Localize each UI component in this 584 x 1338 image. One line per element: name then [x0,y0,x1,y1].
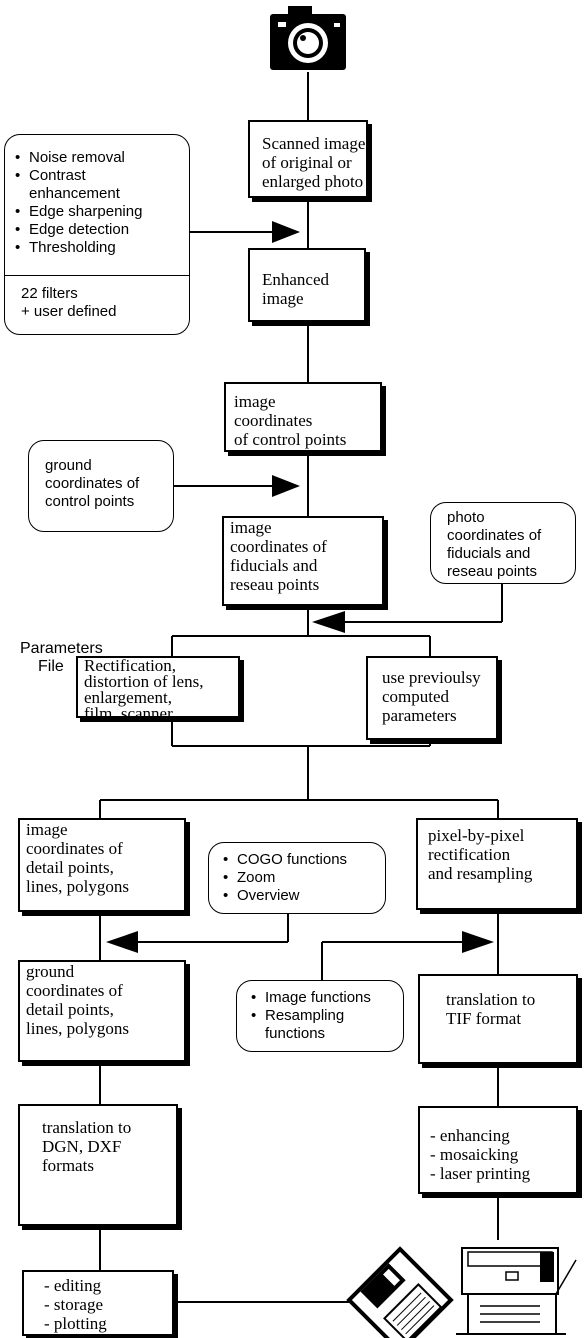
enhancing-line-1: - enhancing [430,1126,510,1145]
arrow-photo [312,611,345,633]
parameters-file-label: Parameters File [20,640,103,676]
filter-item: Thresholding [15,239,179,257]
previous-parameters-box: use previoulsy computed parameters [366,656,498,740]
image-function-item: Resampling functions [251,1007,385,1043]
scanned-image-box: Scanned image of original or enlarged ph… [248,120,368,198]
editing-line-2: - storage [44,1295,104,1314]
enhancing-box: - enhancing - mosaicking - laser printin… [418,1106,578,1194]
dgn-line-2: DGN, DXF [42,1137,122,1156]
ground-detail-line-4: lines, polygons [26,1019,129,1038]
image-functions-list: Image functions Resampling functions [251,989,403,1043]
photo-fiducial-line-1: photo [447,509,485,526]
cogo-item: COGO functions [223,851,385,869]
scanned-line-2: of original or [262,153,352,172]
filters-count-line-1: 22 filters [21,285,78,302]
enhanced-line-2: image [262,289,304,308]
ground-detail-line-1: ground [26,962,75,981]
arrow-filters [272,221,300,243]
rectification-line-4: film, scanner [84,704,173,723]
image-detail-points-box: image coordinates of detail points, line… [18,818,186,912]
image-function-item: Image functions [251,989,403,1007]
dgn-translation-box: translation to DGN, DXF formats [18,1104,178,1226]
filters-count: 22 filters + user defined [21,285,117,321]
ground-detail-line-2: coordinates of [26,981,123,1000]
enhanced-image-box: Enhanced image [248,248,366,322]
tif-line-2: TIF format [446,1009,522,1028]
img-detail-line-3: detail points, [26,858,114,877]
ground-control-line-3: control points [45,493,135,510]
arrow-imagefuncs [462,931,494,953]
cogo-item: Zoom [223,869,385,887]
ground-control-line-2: coordinates of [45,475,140,492]
previous-line-3: parameters [382,706,457,725]
previous-line-2: computed [382,687,450,706]
filters-box: Noise removal Contrast enhancement Edge … [4,134,190,335]
photo-fiducial-line-2: coordinates of [447,527,542,544]
arrow-ground [272,475,300,497]
dgn-line-3: formats [42,1156,94,1175]
enhancing-line-2: - mosaicking [430,1145,519,1164]
image-functions-box: Image functions Resampling functions [236,980,404,1052]
photo-fiducials-box: photo coordinates of fiducials and resea… [430,502,576,584]
cogo-functions-box: COGO functions Zoom Overview [208,842,386,914]
pixel-rectification-box: pixel-by-pixel rectification and resampl… [416,818,578,910]
enhancing-line-3: - laser printing [430,1164,531,1183]
dgn-line-1: translation to [42,1118,132,1137]
rectification-line-3: enlargement, [84,688,172,707]
rectification-line-1: Rectification, [84,656,177,675]
camera-icon [270,6,346,70]
filter-item: Noise removal [15,149,179,167]
scanned-line-1: Scanned image [262,134,366,153]
ground-detail-points-box: ground coordinates of detail points, lin… [18,960,186,1062]
ground-detail-line-3: detail points, [26,1000,114,1019]
img-control-line-2: coordinates [234,411,313,430]
img-detail-line-4: lines, polygons [26,877,129,896]
cogo-item: Overview [223,887,385,905]
arrow-cogo [106,931,138,953]
photo-fiducial-line-4: reseau points [447,563,538,580]
enhanced-line-1: Enhanced [262,270,330,289]
printer-icon [456,1247,577,1335]
scanned-line-3: enlarged photo [262,172,364,191]
img-fiducial-line-1: image [230,518,272,537]
ground-control-points-box: ground coordinates of control points [28,440,174,532]
img-control-line-3: of control points [234,430,347,449]
previous-line-1: use previoulsy [382,668,481,687]
cogo-list: COGO functions Zoom Overview [223,851,385,905]
tif-translation-box: translation to TIF format [418,974,578,1064]
filter-item: Edge detection [15,221,179,239]
img-fiducial-line-2: coordinates of [230,537,327,556]
floppy-disk-icon [346,1246,454,1338]
pixel-line-2: rectification [428,845,511,864]
img-detail-line-1: image [26,820,68,839]
rectification-line-2: distortion of lens, [84,672,204,691]
img-detail-line-2: coordinates of [26,839,123,858]
filters-list: Noise removal Contrast enhancement Edge … [15,149,179,257]
filters-divider [5,275,189,276]
filter-item: Edge sharpening [15,203,179,221]
pixel-line-3: and resampling [428,864,533,883]
filters-count-line-2: + user defined [21,303,117,320]
image-fiducials-box: image coordinates of fiducials and resea… [222,516,384,606]
img-control-line-1: image [234,392,276,411]
filter-item-text: Contrast enhancement [29,167,120,202]
image-control-points-box: image coordinates of control points [224,382,382,452]
filter-item: Contrast enhancement [15,167,179,203]
editing-box: - editing - storage - plotting [22,1270,174,1336]
photo-fiducial-line-3: fiducials and [447,545,531,562]
editing-line-1: - editing [44,1276,102,1295]
img-fiducial-line-3: fiducials and [230,556,318,575]
ground-control-line-1: ground [45,457,92,474]
img-fiducial-line-4: reseau points [230,575,320,594]
pixel-line-1: pixel-by-pixel [428,826,525,845]
editing-line-3: - plotting [44,1314,107,1333]
param-label-line-1: Parameters [20,640,103,657]
rectification-parameters-box: Rectification, distortion of lens, enlar… [76,656,240,722]
tif-line-1: translation to [446,990,536,1009]
param-label-line-2: File [38,658,64,675]
image-function-item-text: Resampling functions [265,1007,345,1042]
